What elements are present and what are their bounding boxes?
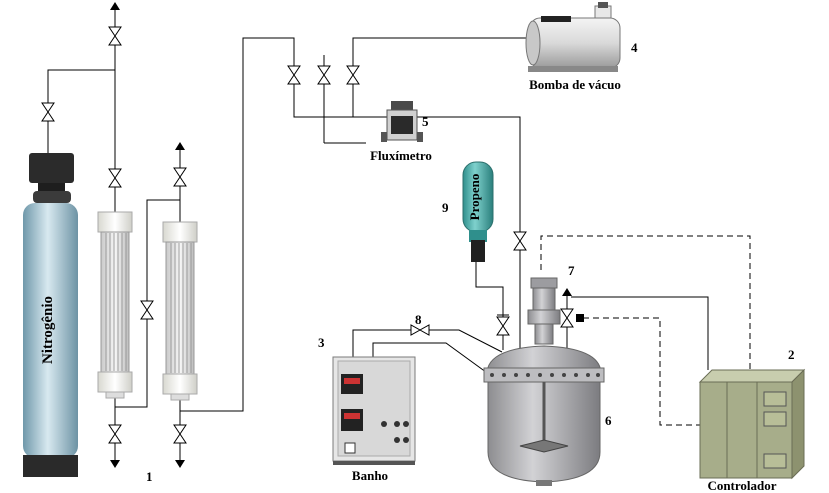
flowmeter: Fluxímetro xyxy=(370,101,432,163)
signal-lines xyxy=(540,235,751,426)
filter-column-1 xyxy=(97,211,133,399)
number-6: 6 xyxy=(605,413,612,428)
flowmeter-label: Fluxímetro xyxy=(370,148,432,163)
vacuum-pump-label: Bomba de vácuo xyxy=(529,77,621,92)
number-9: 9 xyxy=(442,200,449,215)
nitrogen-cylinder: Nitrogênio xyxy=(23,153,78,477)
flow-arrows xyxy=(110,2,584,468)
controller-cabinet: Controlador xyxy=(698,368,806,493)
propene-label: Propeno xyxy=(467,174,482,221)
number-1: 1 xyxy=(146,469,153,484)
propene-cylinder: Propeno xyxy=(462,161,494,262)
item-numbers: 1 2 3 4 5 6 7 8 9 xyxy=(146,40,795,484)
controller-label: Controlador xyxy=(707,478,776,493)
nitrogen-label: Nitrogênio xyxy=(40,296,56,364)
number-4: 4 xyxy=(631,40,638,55)
number-2: 2 xyxy=(788,347,795,362)
number-5: 5 xyxy=(422,114,429,129)
number-3: 3 xyxy=(318,335,325,350)
vacuum-pump: Bomba de vácuo xyxy=(525,2,621,92)
number-7: 7 xyxy=(568,263,575,278)
reactor xyxy=(483,277,605,486)
filter-column-2 xyxy=(162,221,198,401)
bath-label: Banho xyxy=(352,468,388,483)
number-8: 8 xyxy=(415,312,422,327)
valves xyxy=(41,26,574,444)
thermostatic-bath: Banho xyxy=(332,356,416,483)
